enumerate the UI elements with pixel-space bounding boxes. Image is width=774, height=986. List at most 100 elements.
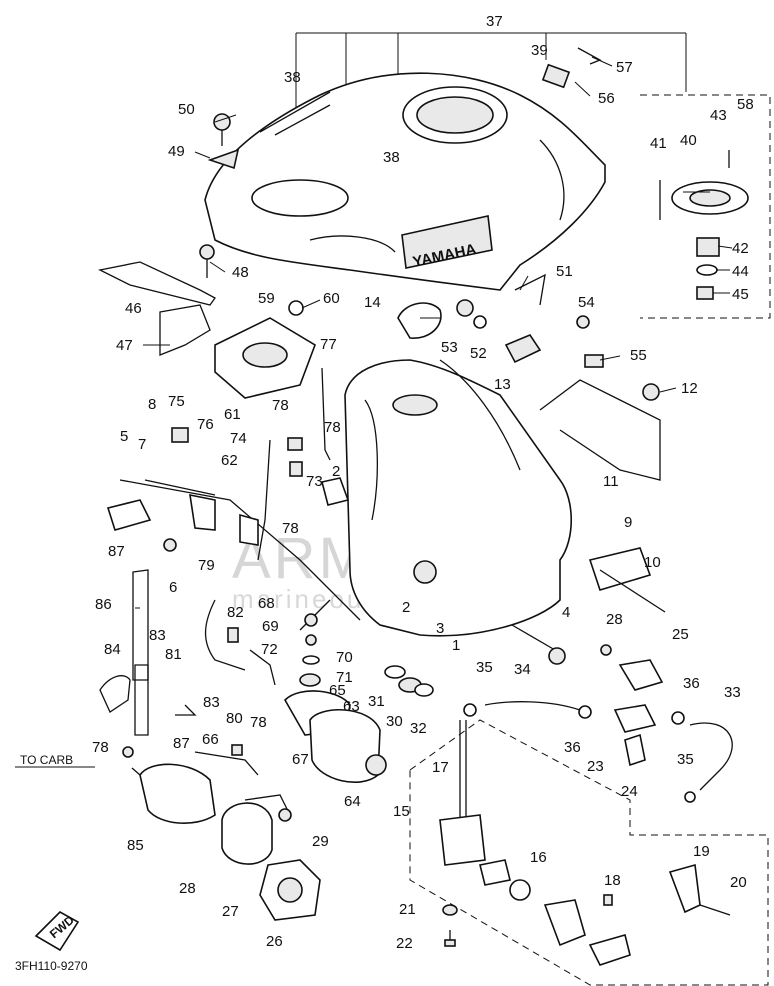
callout-20: 20	[730, 874, 747, 891]
callout-76: 76	[197, 416, 214, 433]
hardware	[98, 47, 733, 921]
fuel-cock-assembly	[409, 719, 769, 986]
callout-48: 48	[232, 264, 249, 281]
callout-32: 32	[410, 720, 427, 737]
callout-17: 17	[432, 759, 449, 776]
callout-50: 50	[178, 101, 195, 118]
callout-2: 2	[402, 599, 410, 616]
callout-29: 29	[312, 833, 329, 850]
callout-57: 57	[616, 59, 633, 76]
callout-60: 60	[323, 290, 340, 307]
callout-59: 59	[258, 290, 275, 307]
callout-16: 16	[530, 849, 547, 866]
callout-52: 52	[470, 345, 487, 362]
callout-86: 86	[95, 596, 112, 613]
callout-84: 84	[104, 641, 121, 658]
callout-77: 77	[320, 336, 337, 353]
callout-43: 43	[710, 107, 727, 124]
leader-lines	[135, 56, 733, 609]
callout-33: 33	[724, 684, 741, 701]
callout-14: 14	[364, 294, 381, 311]
callout-4: 4	[562, 604, 570, 621]
callout-7: 7	[138, 436, 146, 453]
callout-19: 19	[693, 843, 710, 860]
callout-82: 82	[227, 604, 244, 621]
callout-31: 31	[368, 693, 385, 710]
callout-78: 78	[250, 714, 267, 731]
callout-83: 83	[203, 694, 220, 711]
callout-54: 54	[578, 294, 595, 311]
callout-13: 13	[494, 376, 511, 393]
callout-83: 83	[149, 627, 166, 644]
callout-62: 62	[221, 452, 238, 469]
callout-79: 79	[198, 557, 215, 574]
callout-58: 58	[737, 96, 754, 113]
callout-1: 1	[452, 637, 460, 654]
callout-70: 70	[336, 649, 353, 666]
diagram-code: 3FH110-9270	[15, 959, 88, 973]
callout-9: 9	[624, 514, 632, 531]
filler-cap-assembly	[640, 94, 771, 319]
callout-72: 72	[261, 641, 278, 658]
callout-75: 75	[168, 393, 185, 410]
tank-cover: YAMAHA	[204, 72, 606, 291]
callout-5: 5	[120, 428, 128, 445]
callout-2: 2	[332, 463, 340, 480]
callout-47: 47	[116, 337, 133, 354]
callout-15: 15	[393, 803, 410, 820]
callout-6: 6	[169, 579, 177, 596]
callout-81: 81	[165, 646, 182, 663]
callout-78: 78	[282, 520, 299, 537]
callout-80: 80	[226, 710, 243, 727]
callout-85: 85	[127, 837, 144, 854]
to-carb-label: TO CARB	[15, 753, 95, 768]
callout-36: 36	[683, 675, 700, 692]
callout-73: 73	[306, 473, 323, 490]
callout-71: 71	[336, 669, 353, 686]
callout-34: 34	[514, 661, 531, 678]
callout-74: 74	[230, 430, 247, 447]
callout-12: 12	[681, 380, 698, 397]
callout-22: 22	[396, 935, 413, 952]
to-carb-text: TO CARB	[20, 753, 73, 767]
callout-67: 67	[292, 751, 309, 768]
callout-45: 45	[732, 286, 749, 303]
callout-78: 78	[324, 419, 341, 436]
callout-87: 87	[173, 735, 190, 752]
callout-labels: 37 38 38 39 57 56 58 43 40 41 42 44 45 5…	[92, 13, 754, 952]
callout-78: 78	[272, 397, 289, 414]
callout-26: 26	[266, 933, 283, 950]
callout-28: 28	[179, 880, 196, 897]
callout-38: 38	[383, 149, 400, 166]
callout-27: 27	[222, 903, 239, 920]
callout-65: 65	[329, 682, 346, 699]
callout-49: 49	[168, 143, 185, 160]
callout-3: 3	[436, 620, 444, 637]
callout-30: 30	[386, 713, 403, 730]
callout-78: 78	[92, 739, 109, 756]
callout-51: 51	[556, 263, 573, 280]
callout-53: 53	[441, 339, 458, 356]
callout-46: 46	[125, 300, 142, 317]
callout-25: 25	[672, 626, 689, 643]
fwd-arrow: FWD	[34, 911, 80, 952]
callout-36: 36	[564, 739, 581, 756]
callout-40: 40	[680, 132, 697, 149]
callout-61: 61	[224, 406, 241, 423]
callout-10: 10	[644, 554, 661, 571]
callout-38: 38	[284, 69, 301, 86]
callout-8: 8	[148, 396, 156, 413]
callout-42: 42	[732, 240, 749, 257]
callout-68: 68	[258, 595, 275, 612]
callout-39: 39	[531, 42, 548, 59]
callout-35: 35	[677, 751, 694, 768]
callout-18: 18	[604, 872, 621, 889]
callout-23: 23	[587, 758, 604, 775]
callout-35: 35	[476, 659, 493, 676]
callout-44: 44	[732, 263, 749, 280]
callout-56: 56	[598, 90, 615, 107]
callout-11: 11	[603, 473, 619, 490]
callout-69: 69	[262, 618, 279, 635]
callout-24: 24	[621, 783, 638, 800]
